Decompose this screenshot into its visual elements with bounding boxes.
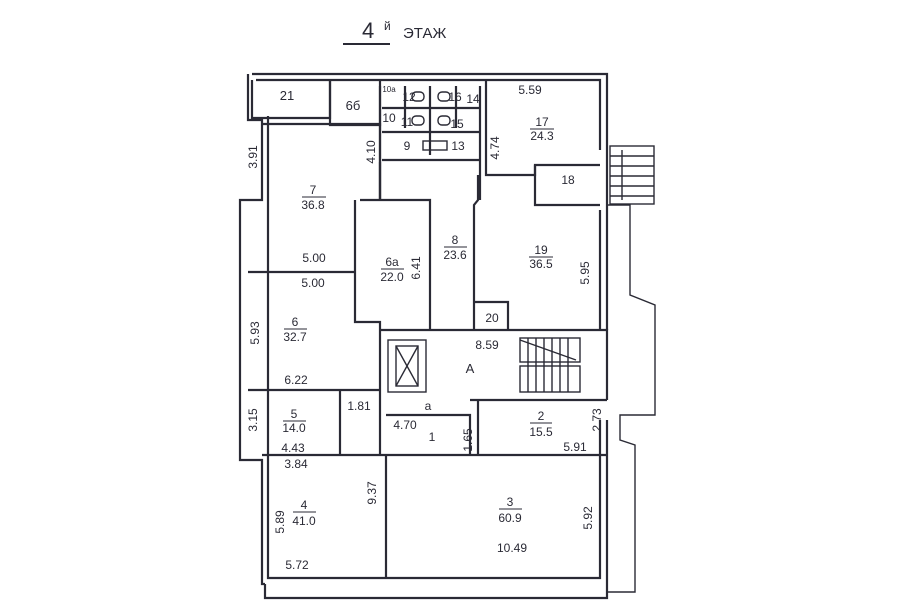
room-6: 6 (292, 315, 299, 329)
room-16: 16 (448, 90, 462, 104)
wc-fixtures (411, 91, 451, 151)
dim: 10.49 (497, 541, 527, 555)
room-a: a (425, 399, 432, 413)
room-15: 15 (450, 117, 464, 131)
floor-number: 4 (362, 18, 374, 43)
room-18: 18 (561, 173, 575, 187)
dim: 1.65 (461, 428, 475, 452)
dim: 9.37 (365, 481, 379, 505)
dim: 6.41 (409, 256, 423, 280)
room-19: 19 (534, 243, 548, 257)
dim: 5.92 (581, 506, 595, 530)
dim: 5.89 (273, 510, 287, 534)
dim: 5.59 (518, 83, 542, 97)
room-3: 3 (507, 495, 514, 509)
dim: 5.91 (563, 440, 587, 454)
room-20: 20 (485, 311, 499, 325)
dim: 4.74 (488, 136, 502, 160)
dim: 5.00 (302, 251, 326, 265)
room-A: A (466, 361, 475, 376)
room-labels: 21 6б 10a 12 16 14 10 11 15 9 13 17 24.3… (280, 85, 575, 528)
room-6b: 6б (346, 98, 361, 113)
room-21: 21 (280, 88, 294, 103)
floor-suffix: й (384, 19, 391, 33)
room-17: 17 (535, 115, 549, 129)
room-6a-area: 22.0 (380, 270, 404, 284)
outer-walls (238, 72, 656, 600)
dim: 4.43 (281, 441, 305, 455)
dim: 1.81 (347, 399, 371, 413)
dimension-labels: 5.59 4.74 3.91 4.10 5.00 5.00 6.41 5.95 … (246, 83, 604, 572)
room-4-area: 41.0 (292, 514, 316, 528)
dim: 6.22 (284, 373, 308, 387)
room-11: 11 (401, 115, 414, 129)
room-6-area: 32.7 (283, 330, 307, 344)
dim: 3.15 (246, 408, 260, 432)
room-10: 10 (382, 111, 396, 125)
dim: 8.59 (475, 338, 499, 352)
room-3-area: 60.9 (498, 511, 522, 525)
room-14: 14 (466, 92, 480, 106)
room-1: 1 (429, 430, 436, 444)
floor-title: 4 й ЭТАЖ (343, 18, 446, 45)
room-17-area: 24.3 (530, 129, 554, 143)
dim: 2.73 (590, 408, 604, 432)
dim: 5.00 (301, 276, 325, 290)
room-7-area: 36.8 (301, 198, 325, 212)
floor-label: ЭТАЖ (403, 25, 446, 42)
room-6a: 6a (385, 255, 399, 269)
stairs (519, 337, 581, 393)
dim: 4.70 (393, 418, 417, 432)
room-12: 12 (402, 90, 416, 104)
room-8-area: 23.6 (443, 248, 467, 262)
room-4: 4 (301, 498, 308, 512)
room-13: 13 (451, 139, 465, 153)
dim: 3.84 (284, 457, 308, 471)
interior-walls (248, 80, 609, 578)
dim: 5.93 (248, 321, 262, 345)
dim: 3.91 (246, 145, 260, 169)
room-19-area: 36.5 (529, 257, 553, 271)
room-2-area: 15.5 (529, 425, 553, 439)
dim: 4.10 (364, 140, 378, 164)
room-8: 8 (452, 233, 459, 247)
room-5-area: 14.0 (282, 421, 306, 435)
dim: 5.72 (285, 558, 309, 572)
elevator-shaft (387, 339, 427, 393)
room-10a: 10a (382, 85, 396, 94)
room-5: 5 (291, 407, 298, 421)
room-9: 9 (404, 139, 411, 153)
room-2: 2 (538, 409, 545, 423)
room-7: 7 (310, 183, 317, 197)
dim: 5.95 (578, 261, 592, 285)
